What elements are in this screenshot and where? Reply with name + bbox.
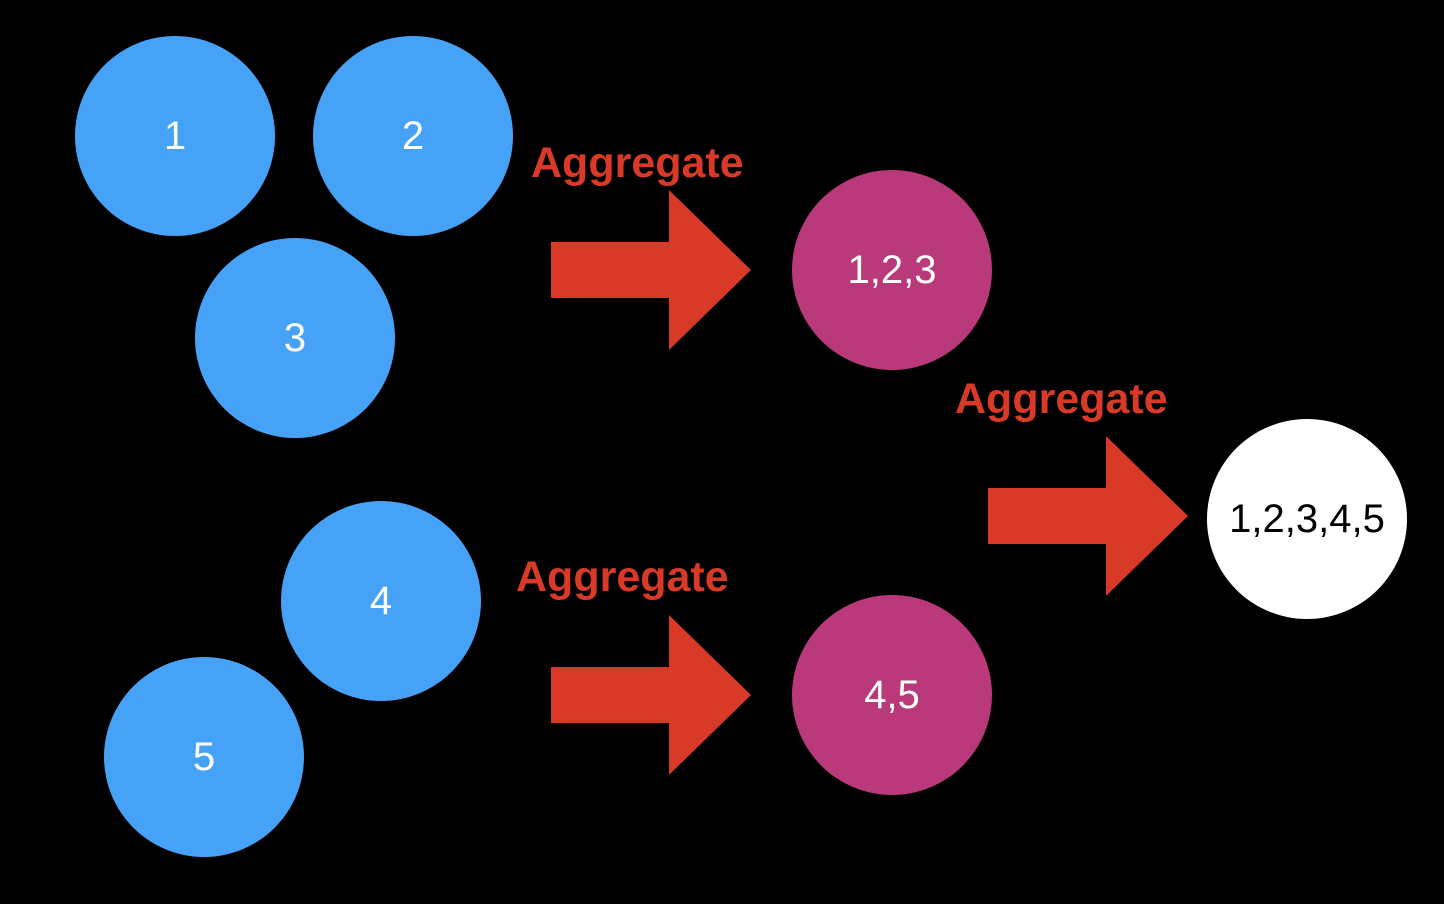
node-3-label: 3 bbox=[283, 316, 307, 360]
node-4: 4 bbox=[281, 501, 481, 701]
node-aggregate-4-5-label: 4,5 bbox=[864, 673, 920, 717]
node-aggregate-1-2-3: 1,2,3 bbox=[792, 170, 992, 370]
node-5: 5 bbox=[104, 657, 304, 857]
node-2-label: 2 bbox=[401, 114, 425, 158]
arrow-right-icon bbox=[551, 190, 751, 350]
node-aggregate-final-label: 1,2,3,4,5 bbox=[1229, 497, 1385, 541]
node-aggregate-final: 1,2,3,4,5 bbox=[1207, 419, 1407, 619]
node-aggregate-4-5: 4,5 bbox=[792, 595, 992, 795]
aggregate-label-middle: Aggregate bbox=[955, 375, 1168, 423]
node-5-label: 5 bbox=[192, 735, 216, 779]
aggregate-label-top: Aggregate bbox=[531, 139, 744, 187]
node-4-label: 4 bbox=[369, 579, 393, 623]
node-aggregate-1-2-3-label: 1,2,3 bbox=[847, 248, 937, 292]
arrow-right-icon bbox=[988, 436, 1188, 596]
arrow-right-icon bbox=[551, 615, 751, 775]
node-2: 2 bbox=[313, 36, 513, 236]
node-1: 1 bbox=[75, 36, 275, 236]
aggregate-label-bottom: Aggregate bbox=[516, 553, 729, 601]
node-1-label: 1 bbox=[163, 114, 187, 158]
node-3: 3 bbox=[195, 238, 395, 438]
